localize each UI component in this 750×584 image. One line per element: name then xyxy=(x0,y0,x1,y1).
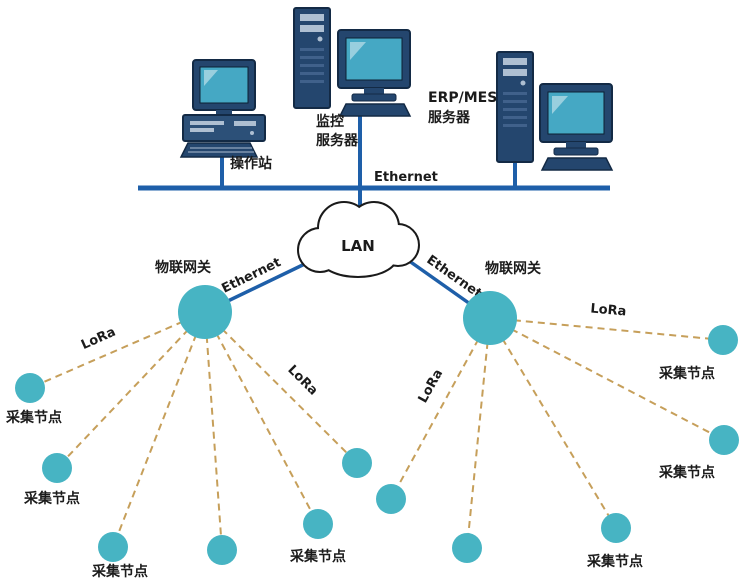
monitor-neck xyxy=(216,110,232,115)
erp-server-label-line1: ERP/MES xyxy=(428,90,497,106)
sensor-node xyxy=(376,484,406,514)
sensor-node xyxy=(42,453,72,483)
lora-label-left: LoRa xyxy=(79,325,118,353)
lan-label: LAN xyxy=(341,237,375,255)
lora-links xyxy=(29,311,725,551)
sensor-node xyxy=(709,425,739,455)
sensor-node xyxy=(342,448,372,478)
keyboard xyxy=(179,142,259,158)
lora-label-midleft: LoRa xyxy=(284,362,320,398)
monitor-server-label-line2: 服务器 xyxy=(316,132,359,149)
crt-screen xyxy=(547,91,605,135)
server-tower xyxy=(496,51,534,163)
sensor-node-label: 采集节点 xyxy=(586,553,643,570)
monitor-screen xyxy=(199,66,249,104)
sensor-node xyxy=(98,532,128,562)
workstation-label: 操作站 xyxy=(230,155,272,172)
iot-gateway-right xyxy=(463,291,517,345)
crt-screen xyxy=(345,37,403,81)
sensor-node-label: 采集节点 xyxy=(23,490,80,507)
lora-label-right: LoRa xyxy=(590,301,627,319)
erp-server-label-line2: 服务器 xyxy=(428,109,471,126)
sensor-node-label: 采集节点 xyxy=(658,464,715,481)
sensor-node xyxy=(15,373,45,403)
ethernet-bus xyxy=(138,114,610,216)
workstation-icon xyxy=(179,59,266,158)
sensor-node xyxy=(452,533,482,563)
monitor-server-icon xyxy=(293,7,412,117)
erp-server-icon xyxy=(496,51,614,171)
screen-glint xyxy=(552,96,568,114)
sensor-node-label: 采集节点 xyxy=(5,409,62,426)
screen-glint xyxy=(204,70,218,86)
lan-cloud: LAN xyxy=(297,201,420,278)
keyboard xyxy=(338,103,412,117)
keyboard xyxy=(540,157,614,171)
sensor-node-label: 采集节点 xyxy=(289,548,346,565)
lora-label-midright: LoRa xyxy=(416,367,447,406)
iot-gateway-right-label: 物联网关 xyxy=(485,260,541,277)
iot-gateway-left xyxy=(178,285,232,339)
sensor-node xyxy=(207,535,237,565)
monitor-server-label-line1: 监控 xyxy=(316,113,344,130)
sensor-nodes xyxy=(15,325,739,565)
ethernet-bus-label: Ethernet xyxy=(374,170,438,185)
sensor-node-label: 采集节点 xyxy=(91,563,148,580)
sensor-node xyxy=(601,513,631,543)
sensor-node xyxy=(708,325,738,355)
sensor-node xyxy=(303,509,333,539)
iot-gateway-left-label: 物联网关 xyxy=(155,259,211,276)
sensor-node-label: 采集节点 xyxy=(658,365,715,382)
screen-glint xyxy=(350,42,366,60)
